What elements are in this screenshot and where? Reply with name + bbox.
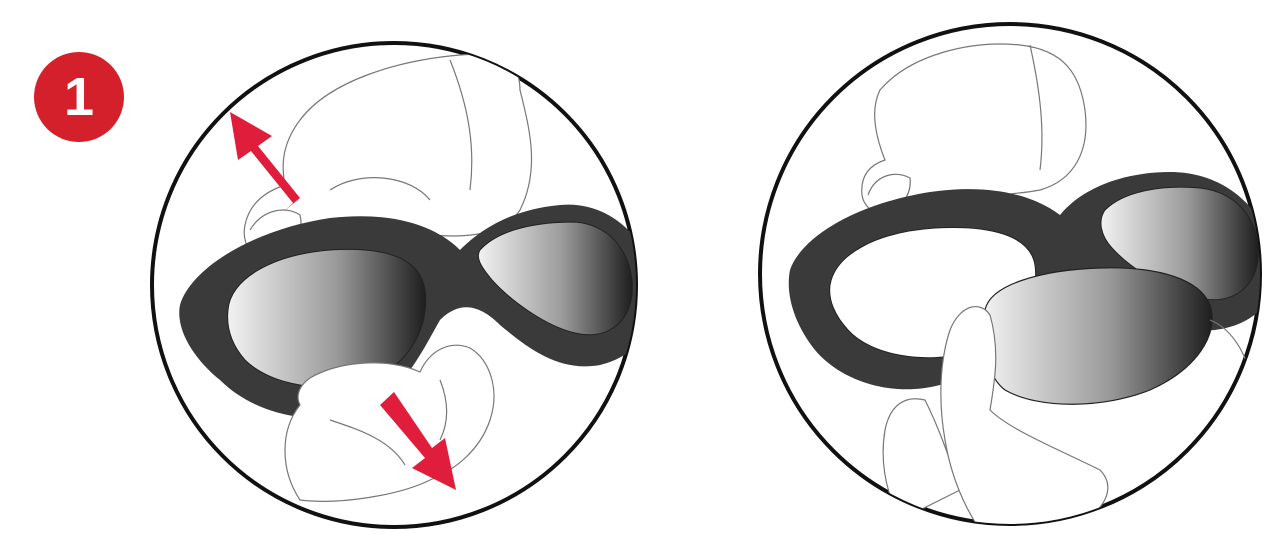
right-illustration-panel [760, 24, 1275, 530]
left-illustration-panel [152, 43, 656, 527]
step-number-badge: 1 [34, 52, 124, 142]
step-number-label: 1 [64, 67, 94, 127]
